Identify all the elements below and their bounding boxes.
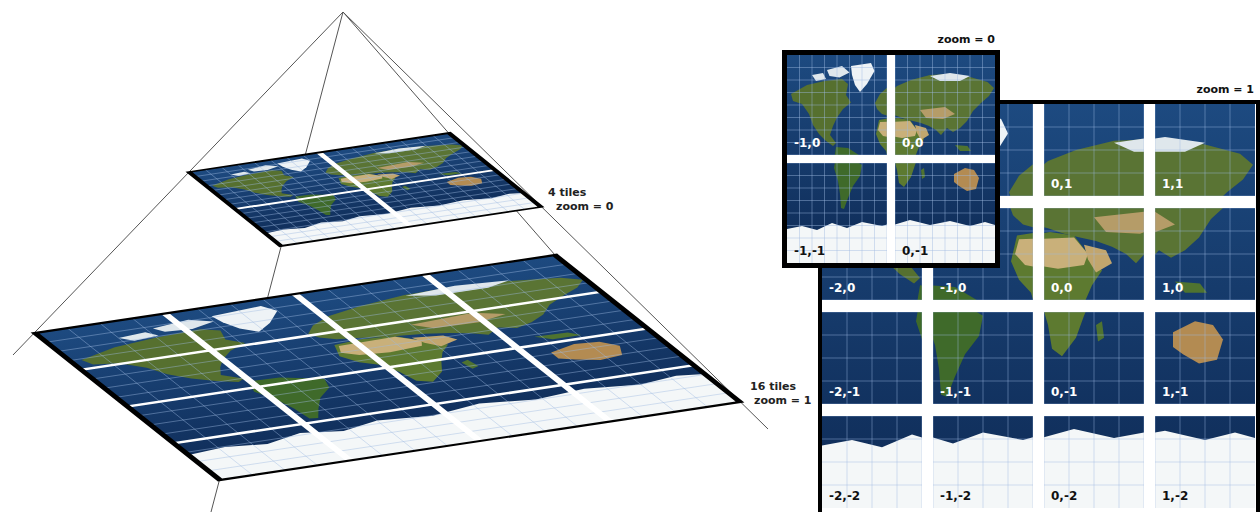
zoom-level-label: zoom = 1 — [752, 394, 814, 408]
map-tile: 0,-2 — [1044, 416, 1144, 508]
zoom-level-label: zoom = 0 — [554, 200, 616, 214]
pyramid-rays — [13, 12, 768, 512]
tile-coordinate: 0,-2 — [1051, 489, 1077, 503]
zoom1-plane — [35, 255, 740, 480]
map-tile: -1,0 — [787, 55, 887, 155]
map-tile: 0,1 — [1044, 104, 1144, 196]
tile-coordinate: 1,0 — [1162, 281, 1183, 295]
tile-coordinate: -1,-1 — [794, 244, 825, 258]
zoom-heading: zoom = 0 — [937, 33, 995, 47]
map-tile: -1,-1 — [787, 163, 887, 263]
zoom-panel: zoom = 0-1,00,0-1,-10,-1 — [782, 50, 1000, 268]
tile-coordinate: 0,-1 — [902, 244, 928, 258]
map-tile: 1,1 — [1155, 104, 1255, 196]
tile-coordinate: 1,-1 — [1162, 385, 1188, 399]
map-tile: 1,0 — [1155, 208, 1255, 300]
map-tile: -1,-2 — [933, 416, 1033, 508]
tile-coordinate: -2,-1 — [829, 385, 860, 399]
tile-coordinate: 0,0 — [902, 136, 923, 150]
tile-coordinate: -1,-1 — [940, 385, 971, 399]
tile-coordinate: -1,-2 — [940, 489, 971, 503]
map-tile: 0,-1 — [895, 163, 995, 263]
map-tile: 0,-1 — [1044, 312, 1144, 404]
zoom0-plane — [189, 133, 541, 246]
tile-coordinate: -2,-2 — [829, 489, 860, 503]
tile-coordinate: 0,1 — [1051, 177, 1072, 191]
map-tile: -1,-1 — [933, 312, 1033, 404]
zoom-heading: zoom = 1 — [1196, 83, 1254, 97]
tile-coordinate: 0,0 — [1051, 281, 1072, 295]
tile-coordinate: -2,0 — [829, 281, 855, 295]
tile-coordinate: 1,-2 — [1162, 489, 1188, 503]
map-tile: -2,-1 — [822, 312, 922, 404]
map-tile: 1,-2 — [1155, 416, 1255, 508]
tile-coordinate: -1,0 — [940, 281, 966, 295]
map-tile: -2,-2 — [822, 416, 922, 508]
zoom-level-label: 4 tiles — [546, 186, 588, 200]
map-tile: 1,-1 — [1155, 312, 1255, 404]
map-tile: 0,0 — [1044, 208, 1144, 300]
tile-coordinate: -1,0 — [794, 136, 820, 150]
tile-coordinate: 1,1 — [1162, 177, 1183, 191]
map-tile: 0,0 — [895, 55, 995, 155]
zoom-level-label: 16 tiles — [748, 380, 798, 394]
tile-coordinate: 0,-1 — [1051, 385, 1077, 399]
